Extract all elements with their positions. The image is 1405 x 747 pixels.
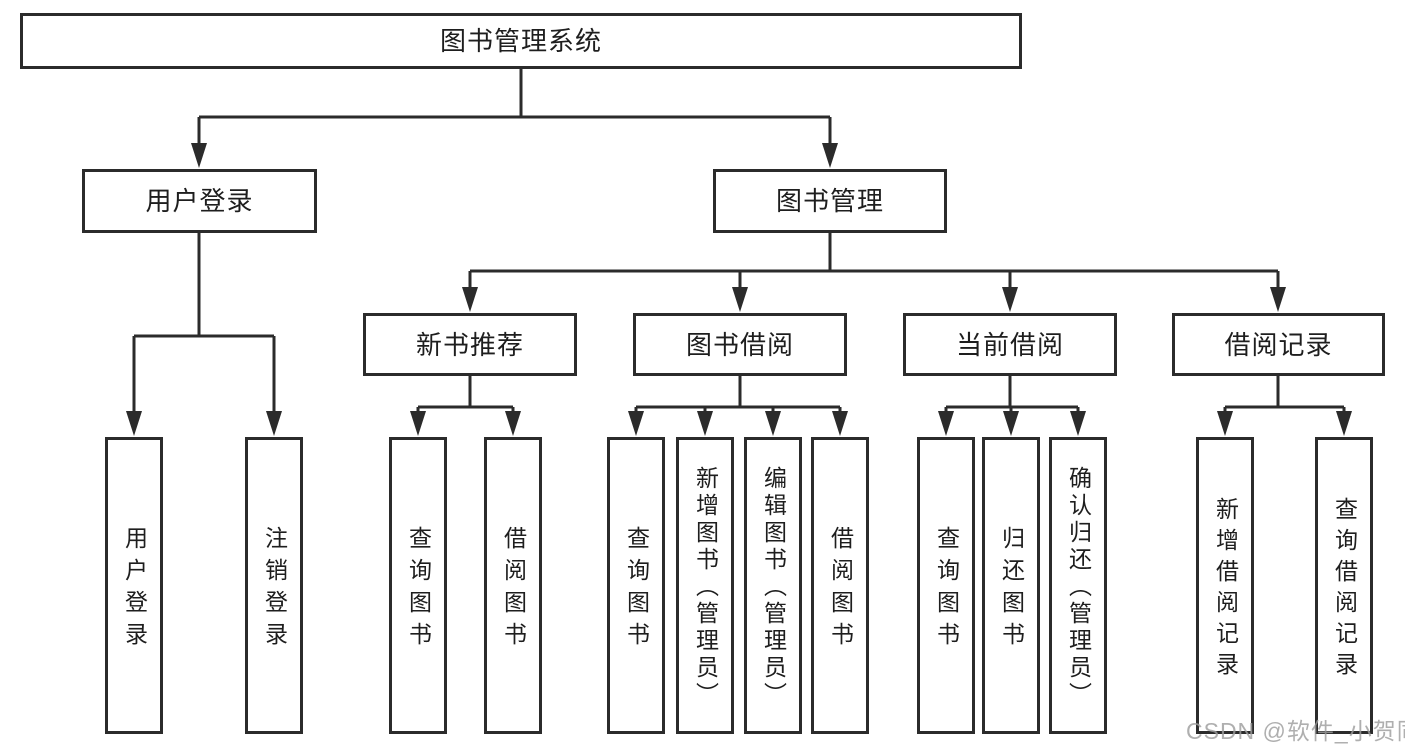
node-label: 用户登录 [145,186,254,216]
node-library-system: 图书管理系统 [20,13,1022,69]
leaf-label: 查询借阅记录 [1331,496,1358,683]
node-label: 借阅记录 [1224,329,1333,360]
leaf-label: 借阅图书 [827,526,854,654]
node-book-management: 图书管理 [713,169,947,233]
leaf-label: 注销登录 [261,526,288,654]
node-label: 图书管理 [775,186,884,216]
leaf-return-book: 归还图书 [982,437,1040,734]
leaf-confirm-return-admin: 确认归还（管理员） [1049,437,1107,734]
leaf-label: 查询图书 [405,526,432,654]
leaf-edit-book-admin: 编辑图书（管理员） [744,437,802,734]
node-label: 图书借阅 [685,329,794,360]
node-label: 新书推荐 [415,329,524,360]
leaf-label: 查询图书 [933,526,960,654]
leaf-query-books-borrow: 查询图书 [607,437,665,734]
node-new-book-recommend: 新书推荐 [363,313,577,376]
leaf-query-borrow-record: 查询借阅记录 [1315,437,1373,734]
leaf-label: 归还图书 [998,526,1025,654]
leaf-borrow-books-recommend: 借阅图书 [484,437,542,734]
leaf-label: 新增图书（管理员） [692,466,719,709]
csdn-watermark: CSDN @软件_小贺同学 [1186,718,1405,744]
leaf-label: 新增借阅记录 [1212,496,1239,683]
leaf-label: 编辑图书（管理员） [760,466,787,709]
leaf-label: 借阅图书 [500,526,527,654]
leaf-user-login: 用户登录 [105,437,163,734]
leaf-add-borrow-record: 新增借阅记录 [1196,437,1254,734]
leaf-query-books-current: 查询图书 [917,437,975,734]
node-label: 图书管理系统 [439,26,602,56]
node-book-borrowing: 图书借阅 [633,313,847,376]
node-borrowing-records: 借阅记录 [1172,313,1385,376]
leaf-logout: 注销登录 [245,437,303,734]
leaf-label: 查询图书 [623,526,650,654]
node-user-login: 用户登录 [82,169,317,233]
leaf-add-book-admin: 新增图书（管理员） [676,437,734,734]
node-current-borrowing: 当前借阅 [903,313,1117,376]
leaf-label: 确认归还（管理员） [1065,466,1092,709]
leaf-query-books-recommend: 查询图书 [389,437,447,734]
leaf-label: 用户登录 [121,526,148,654]
leaf-borrow-books: 借阅图书 [811,437,869,734]
node-label: 当前借阅 [955,329,1064,360]
